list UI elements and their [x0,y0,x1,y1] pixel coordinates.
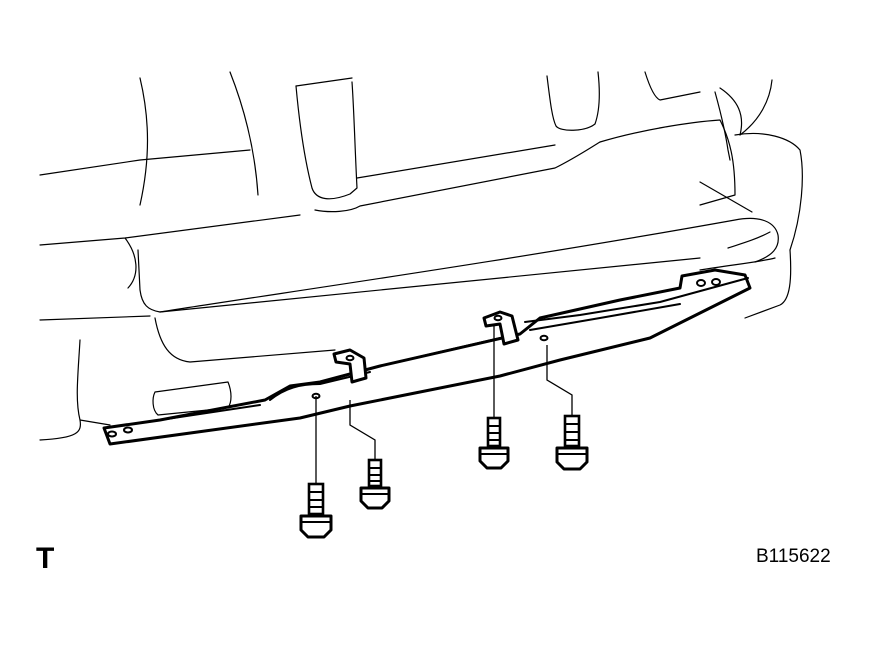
leader-lines [315,326,573,486]
vehicle-rear-body [39,71,803,441]
bolt [299,482,333,539]
bolt [478,416,510,470]
corner-mark-label: T [36,542,55,575]
reinforcement-bracket [102,268,752,446]
bolt [359,458,391,510]
bolt [555,414,589,471]
figure-code-label: B115622 [756,546,831,567]
